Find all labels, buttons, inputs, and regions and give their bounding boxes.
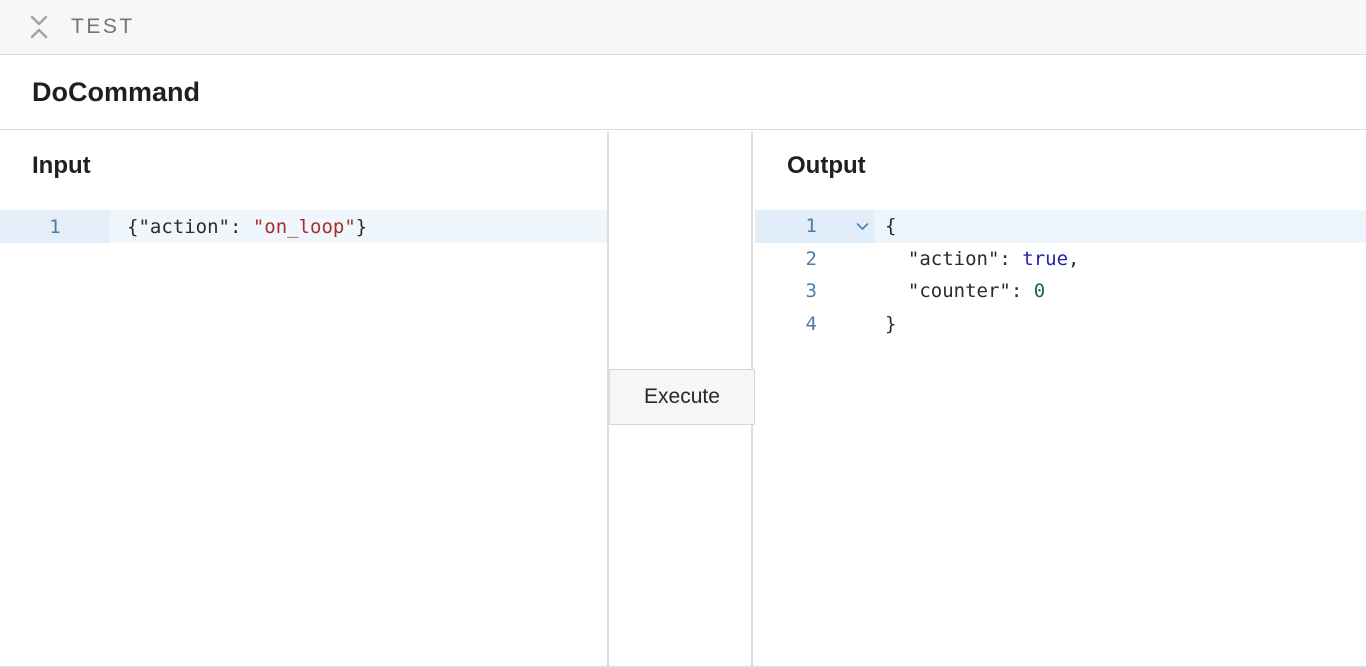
input-editor[interactable]: 1 {"action": "on_loop"} — [0, 210, 607, 243]
code-token-plain: "action": — [885, 248, 1022, 270]
line-number-gutter: 3 — [755, 275, 874, 308]
line-number: 1 — [49, 216, 60, 238]
collapse-vertical-icon — [28, 12, 50, 42]
editor-line[interactable]: 1 {"action": "on_loop"} — [0, 210, 607, 243]
input-heading: Input — [0, 131, 607, 180]
code-token-string: "on_loop" — [253, 216, 356, 238]
command-header: DoCommand — [0, 56, 1366, 130]
code-line-content[interactable]: {"action": "on_loop"} — [110, 210, 607, 243]
code-line-content[interactable]: "counter": 0 — [874, 275, 1366, 308]
code-token-number: 0 — [1034, 280, 1045, 302]
output-panel: Output 1{2 "action": true,3 "counter": 0… — [755, 131, 1366, 666]
output-editor[interactable]: 1{2 "action": true,3 "counter": 04} — [755, 210, 1366, 340]
fold-chevron-icon[interactable] — [856, 222, 869, 231]
code-line-content[interactable]: { — [874, 210, 1366, 243]
editor-line[interactable]: 4} — [755, 308, 1366, 341]
editor-line[interactable]: 1{ — [755, 210, 1366, 243]
code-token-plain: "counter": — [885, 280, 1034, 302]
code-token-plain: } — [885, 313, 896, 335]
line-number: 1 — [755, 215, 817, 237]
collapse-panel-icon[interactable] — [27, 12, 51, 42]
code-token-plain: , — [1068, 248, 1079, 270]
output-heading: Output — [755, 131, 1366, 180]
panel-title: TEST — [71, 15, 135, 39]
code-token-plain: } — [356, 216, 367, 238]
line-number-gutter: 1 — [755, 210, 874, 243]
code-line-content[interactable]: } — [874, 308, 1366, 341]
line-number: 4 — [755, 313, 817, 335]
code-token-plain: { — [885, 215, 896, 237]
line-number-gutter: 1 — [0, 210, 110, 243]
execute-button[interactable]: Execute — [609, 369, 755, 425]
line-number: 3 — [755, 280, 817, 302]
command-title: DoCommand — [32, 77, 200, 108]
line-number: 2 — [755, 248, 817, 270]
input-panel: Input 1 {"action": "on_loop"} — [0, 131, 609, 666]
code-line-content[interactable]: "action": true, — [874, 243, 1366, 276]
code-token-plain: {"action": — [127, 216, 253, 238]
code-token-atom: true — [1022, 248, 1068, 270]
test-panel-header: TEST — [0, 0, 1366, 55]
line-number-gutter: 2 — [755, 243, 874, 276]
line-number-gutter: 4 — [755, 308, 874, 341]
editor-line[interactable]: 3 "counter": 0 — [755, 275, 1366, 308]
editor-line[interactable]: 2 "action": true, — [755, 243, 1366, 276]
